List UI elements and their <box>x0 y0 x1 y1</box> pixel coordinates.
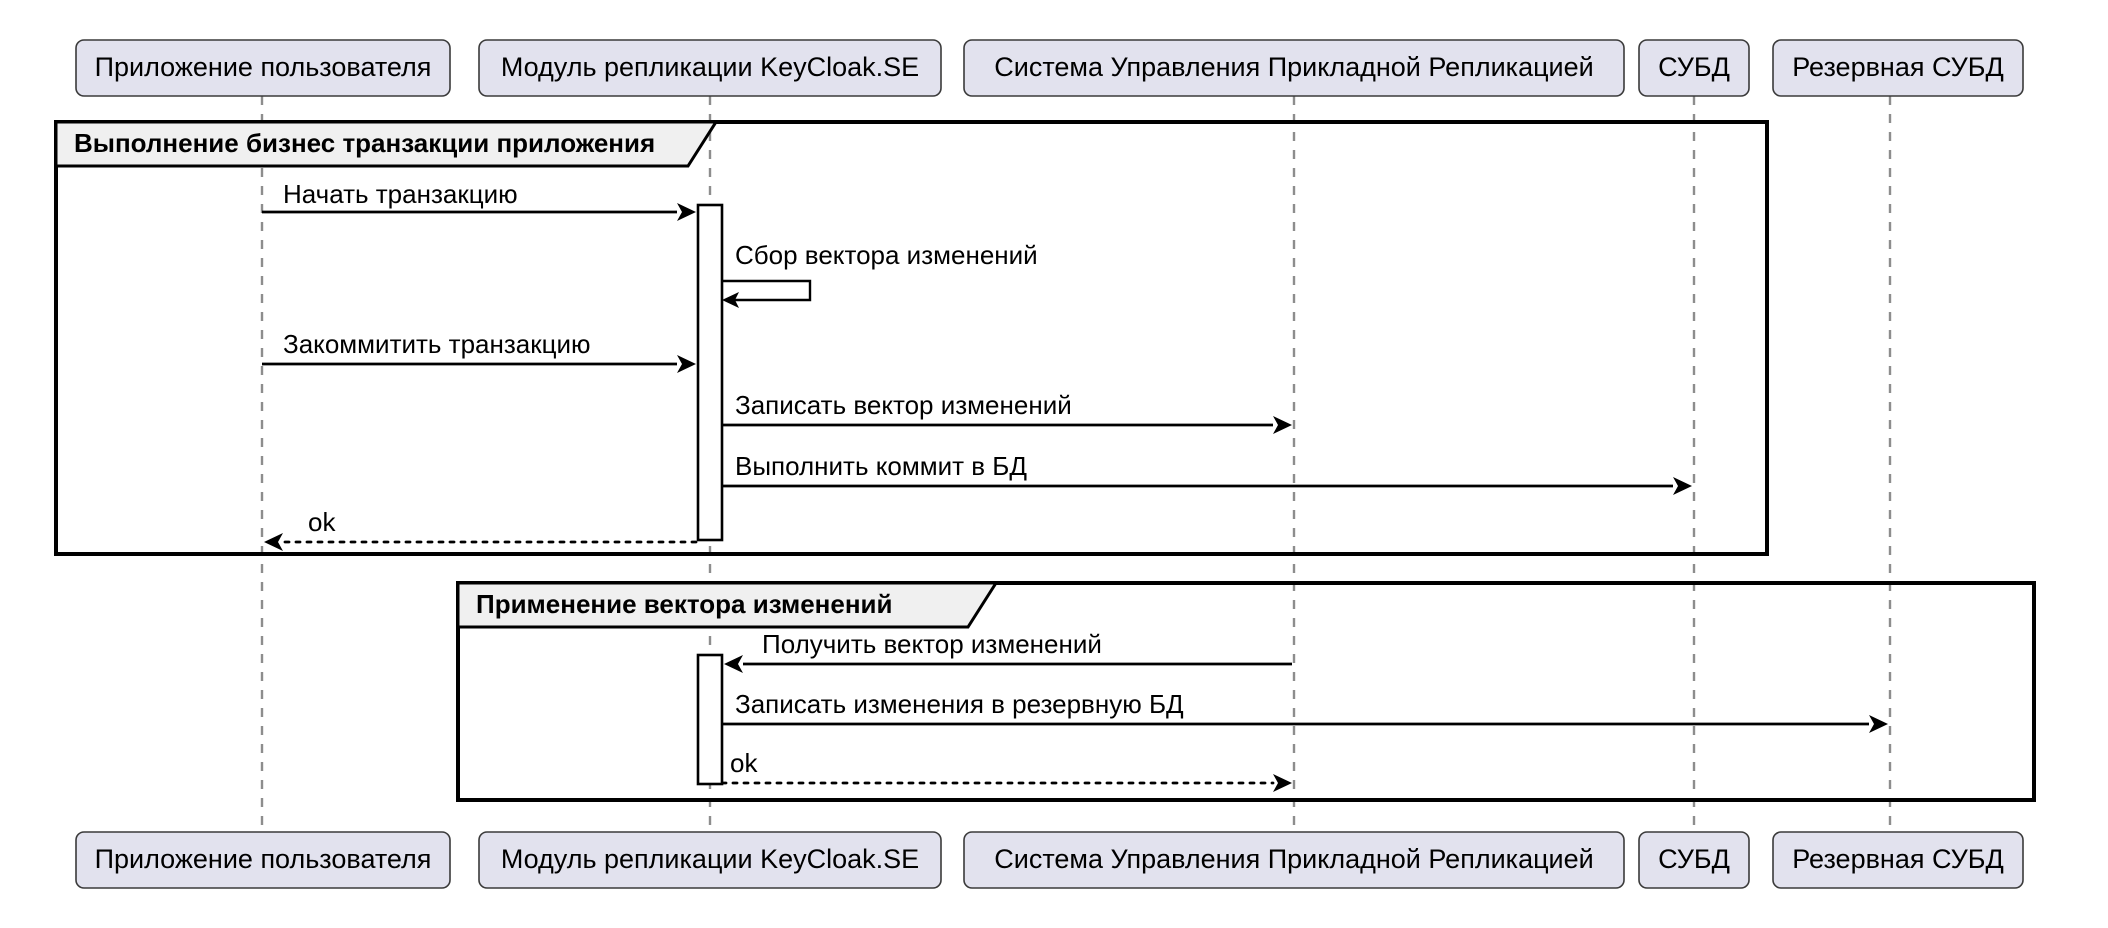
participant-box-keycloak[interactable] <box>478 39 942 97</box>
participant-header-app[interactable]: Приложение пользователя <box>75 39 451 97</box>
participant-footer-app[interactable]: Приложение пользователя <box>75 831 451 889</box>
message-arrowhead-m8 <box>1869 715 1888 733</box>
participant-box-backup[interactable] <box>1772 831 2024 889</box>
fragment-tab-business-transaction <box>54 120 719 168</box>
message-m9[interactable]: ok <box>720 748 1292 792</box>
message-m6[interactable]: ok <box>264 507 698 551</box>
participant-label-app: Приложение пользователя <box>95 844 432 874</box>
activation-bar-keycloak-activation-2 <box>696 653 724 786</box>
participant-header-supr[interactable]: Система Управления Прикладной Репликацие… <box>963 39 1625 97</box>
message-label-m1: Начать транзакцию <box>283 179 518 209</box>
participant-box-supr[interactable] <box>963 39 1625 97</box>
message-arrowhead-m4 <box>1273 416 1292 434</box>
message-self-path-m2 <box>722 279 812 302</box>
participant-header-keycloak[interactable]: Модуль репликации KeyCloak.SE <box>478 39 942 97</box>
participant-footer-dbms[interactable]: СУБД <box>1638 831 1750 889</box>
message-m2[interactable]: Сбор вектора изменений <box>722 240 1038 308</box>
message-m8[interactable]: Записать изменения в резервную БД <box>722 689 1888 733</box>
participant-label-dbms: СУБД <box>1658 52 1730 82</box>
message-label-m3: Закоммитить транзакцию <box>283 329 591 359</box>
participant-label-supr: Система Управления Прикладной Репликацие… <box>994 844 1593 874</box>
message-label-m9: ok <box>730 748 758 778</box>
participant-footer-keycloak[interactable]: Модуль репликации KeyCloak.SE <box>478 831 942 889</box>
message-arrowhead-m2 <box>722 292 739 308</box>
participant-label-supr: Система Управления Прикладной Репликацие… <box>994 52 1593 82</box>
message-arrowhead-m7 <box>724 655 743 673</box>
message-label-m8: Записать изменения в резервную БД <box>735 689 1184 719</box>
participant-box-backup[interactable] <box>1772 39 2024 97</box>
fragments-group: Выполнение бизнес транзакции приложенияП… <box>54 120 2036 802</box>
participant-label-backup: Резервная СУБД <box>1792 844 2004 874</box>
participant-footer-group: Приложение пользователя Модуль репликации… <box>75 831 2024 889</box>
activations-group <box>696 203 724 786</box>
participant-footer-supr[interactable]: Система Управления Прикладной Репликацие… <box>963 831 1625 889</box>
message-m1[interactable]: Начать транзакцию <box>262 179 696 221</box>
message-arrowhead-m9 <box>1273 774 1292 792</box>
participant-header-backup[interactable]: Резервная СУБД <box>1772 39 2024 97</box>
participant-box-dbms[interactable] <box>1638 831 1750 889</box>
fragment-title-business-transaction: Выполнение бизнес транзакции приложения <box>74 128 655 158</box>
participant-box-keycloak[interactable] <box>478 831 942 889</box>
participant-box-app[interactable] <box>75 39 451 97</box>
participant-header-group: Приложение пользователя Модуль репликации… <box>75 39 2024 97</box>
participant-label-keycloak: Модуль репликации KeyCloak.SE <box>501 52 919 82</box>
message-label-m4: Записать вектор изменений <box>735 390 1072 420</box>
participant-label-dbms: СУБД <box>1658 844 1730 874</box>
participant-label-keycloak: Модуль репликации KeyCloak.SE <box>501 844 919 874</box>
participant-box-app[interactable] <box>75 831 451 889</box>
message-label-m5: Выполнить коммит в БД <box>735 451 1027 481</box>
fragment-business-transaction: Выполнение бизнес транзакции приложения <box>54 120 1769 556</box>
fragment-frame-business-transaction <box>54 120 1769 556</box>
message-arrowhead-m5 <box>1673 477 1692 495</box>
message-m3[interactable]: Закоммитить транзакцию <box>262 329 696 373</box>
participant-box-supr[interactable] <box>963 831 1625 889</box>
participant-label-backup: Резервная СУБД <box>1792 52 2004 82</box>
fragment-apply-change-vector: Применение вектора изменений <box>456 581 2036 802</box>
message-label-m6: ok <box>308 507 336 537</box>
participant-footer-backup[interactable]: Резервная СУБД <box>1772 831 2024 889</box>
message-arrowhead-m6 <box>264 533 283 551</box>
message-arrowhead-m3 <box>677 355 696 373</box>
participant-label-app: Приложение пользователя <box>95 52 432 82</box>
fragment-tab-apply-change-vector <box>456 581 999 629</box>
activation-bar-keycloak-activation-1 <box>696 203 724 542</box>
message-m4[interactable]: Записать вектор изменений <box>722 390 1292 434</box>
message-label-m7: Получить вектор изменений <box>762 629 1102 659</box>
participant-box-dbms[interactable] <box>1638 39 1750 97</box>
participant-header-dbms[interactable]: СУБД <box>1638 39 1750 97</box>
message-arrowhead-m1 <box>677 203 696 221</box>
fragment-frame-apply-change-vector <box>456 581 2036 802</box>
message-m5[interactable]: Выполнить коммит в БД <box>722 451 1692 495</box>
fragment-title-apply-change-vector: Применение вектора изменений <box>476 589 893 619</box>
message-label-m2: Сбор вектора изменений <box>735 240 1038 270</box>
message-m7[interactable]: Получить вектор изменений <box>724 629 1292 673</box>
